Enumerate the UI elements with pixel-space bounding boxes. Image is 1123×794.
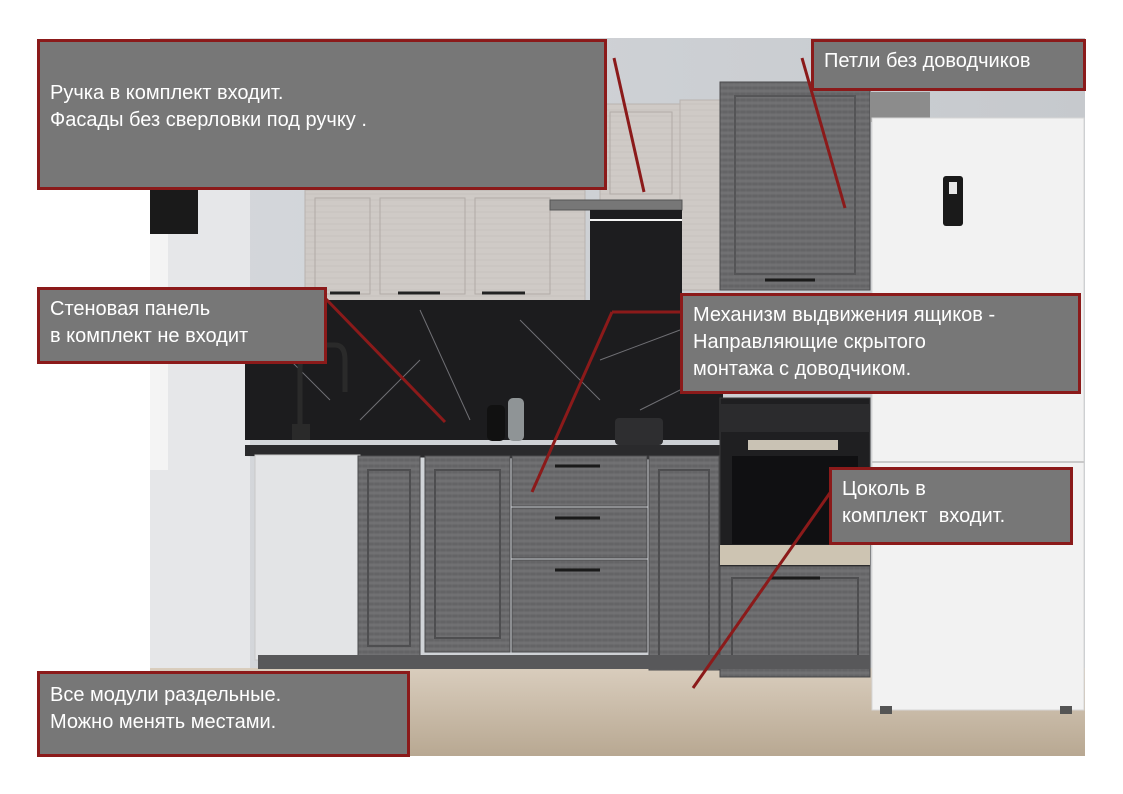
- callout-drawer-mechanism: Механизм выдвижения ящиков - Направляющи…: [680, 293, 1081, 394]
- callout-wall-panel: Стеновая панель в комплект не входит: [37, 287, 327, 364]
- callout-hinges: Петли без доводчиков: [811, 39, 1086, 91]
- curtain-rod: [150, 190, 198, 234]
- callout-wall-panel-line-1: Стеновая панель: [50, 298, 211, 320]
- callout-handle-line-2: Фасады без сверловки под ручку .: [50, 109, 367, 131]
- callout-handle: Ручка в комплект входит. Фасады без свер…: [37, 39, 607, 190]
- range-hood: [549, 199, 683, 300]
- cooking-pot: [615, 418, 663, 445]
- callout-modules: Все модули раздельные. Можно менять мест…: [37, 671, 410, 757]
- tall-upper-cabinet: [719, 81, 930, 291]
- callout-plinth-line-1: Цоколь в: [842, 478, 926, 500]
- callout-plinth: Цоколь в комплект входит.: [829, 467, 1073, 545]
- callout-drawer-mechanism-line-3: монтажа с доводчиком.: [693, 358, 912, 380]
- callout-modules-line-2: Можно менять местами.: [50, 711, 277, 733]
- upper-cabinets: [304, 99, 723, 303]
- callout-plinth-line-2: комплект входит.: [842, 505, 1006, 527]
- callout-hinges-line-1: Петли без доводчиков: [824, 50, 1031, 72]
- lower-cabinets: [258, 455, 871, 678]
- bottle: [487, 405, 505, 441]
- pointer-lines: [323, 57, 847, 689]
- callout-drawer-mechanism-line-2: Направляющие скрытого: [693, 331, 926, 353]
- glass-bottle: [508, 398, 524, 441]
- callout-modules-line-1: Все модули раздельные.: [50, 684, 282, 706]
- callout-drawer-mechanism-line-1: Механизм выдвижения ящиков -: [693, 304, 996, 326]
- white-end-panel: [254, 454, 361, 661]
- callout-wall-panel-line-2: в комплект не входит: [50, 325, 249, 347]
- callout-handle-line-1: Ручка в комплект входит.: [50, 82, 284, 104]
- refrigerator: [871, 117, 1085, 714]
